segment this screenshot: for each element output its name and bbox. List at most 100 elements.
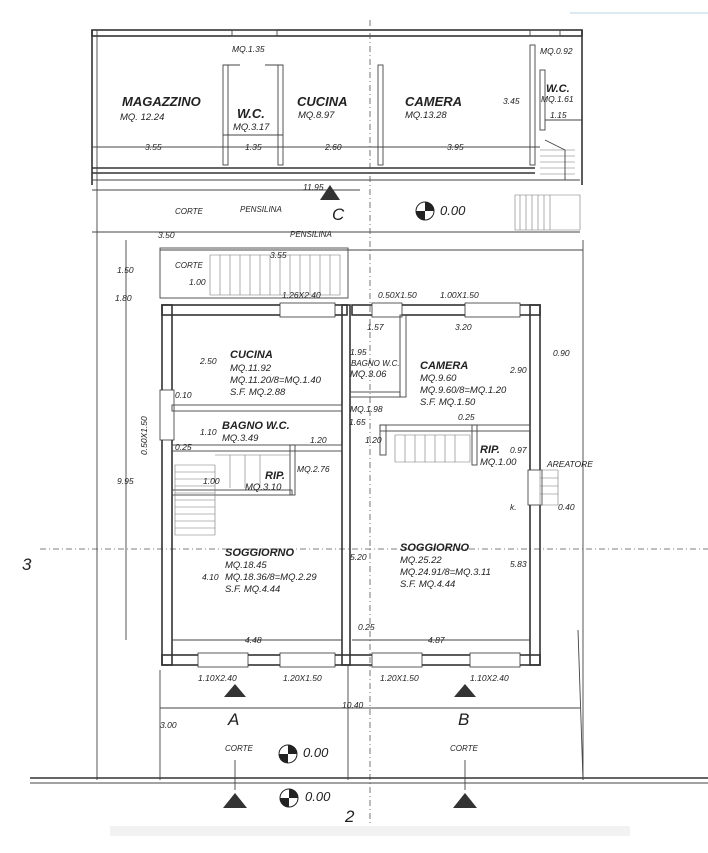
room-rip-left-name: RIP. [265,470,285,482]
marker-c: C [332,205,345,224]
dim-180: 1.80 [115,293,132,303]
dim-135: 1.35 [245,142,262,152]
dim-250: 2.50 [199,356,217,366]
dim-320: 3.20 [455,322,472,332]
level-marker-top [415,201,435,221]
room-rip-right-area: MQ.1.00 [480,457,517,468]
dim-mq198: MQ.1.98 [350,404,383,414]
dim-mq276: MQ.2.76 [297,464,330,474]
window-110b: 1.10X2.40 [470,673,509,683]
section-b-arrow [453,793,477,808]
dim-520: 5.20 [350,552,367,562]
dim-1040: 10.40 [342,700,364,710]
room-cucina-top-area: MQ.8.97 [298,110,335,121]
section-a-arrow [223,793,247,808]
room-soggiorno-right-area2: MQ.24.91/8=MQ.3.11 [400,567,491,578]
room-camera-area1: MQ.9.60 [420,373,457,384]
room-cucina-area2: MQ.11.20/8=MQ.1.40 [230,375,322,386]
room-wc-right-area: MQ.1.61 [541,94,574,104]
dim-1195: 11.95 [303,182,324,192]
marker-a-arrow [224,684,246,697]
label-corte-b: CORTE [450,744,479,753]
dim-110: 1.10 [200,427,217,437]
room-rip-left-area: MQ.3.10 [245,482,282,493]
window-050a: 0.50X1.50 [378,290,417,300]
dim-165: 1.65 [349,417,366,427]
label-pensilina-mid: PENSILINA [290,230,332,239]
dim-100b: 1.00 [203,476,220,486]
room-wc-right-name: W.C. [546,83,570,95]
dim-mq135: MQ.1.35 [232,44,265,54]
room-camera-top-area: MQ.13.28 [405,110,447,121]
room-camera-top-name: CAMERA [405,94,462,109]
dim-355a: 3.55 [145,142,162,152]
main-house [159,247,559,668]
room-magazzino-name: MAGAZZINO [122,94,201,109]
room-camera-name: CAMERA [420,360,468,372]
room-cucina-top-name: CUCINA [297,94,348,109]
label-areatore: AREATORE [546,459,593,469]
dim-150: 1.50 [117,265,134,275]
dim-290: 2.90 [509,365,527,375]
room-rip-right-name: RIP. [480,444,500,456]
dim-583: 5.83 [510,559,527,569]
room-soggiorno-left-area2: MQ.18.36/8=MQ.2.29 [225,572,317,583]
label-pensilina-top: PENSILINA [240,205,282,214]
room-bagno-left-area: MQ.3.49 [222,433,259,444]
dim-395: 3.95 [447,142,464,152]
upper-block [91,29,583,231]
dim-487: 4.87 [428,635,445,645]
room-soggiorno-left-sf: S.F. MQ.4.44 [225,584,280,595]
dim-025c: 0.25 [358,622,375,632]
dim-195: 1.95 [350,347,367,357]
room-cucina-area1: MQ.11.92 [230,363,272,374]
marker-b: B [458,710,469,729]
dim-345: 3.45 [503,96,520,106]
dim-300: 3.00 [160,720,177,730]
bottom-band [110,826,630,836]
room-bagno-left-name: BAGNO W.C. [222,420,290,432]
level-bottom: 0.00 [305,789,331,804]
level-marker-bottom [279,788,299,808]
window-110a: 1.10X2.40 [198,673,237,683]
window-120a: 1.20X1.50 [283,673,322,683]
dim-355b: 3.55 [270,250,287,260]
level-top: 0.00 [440,203,466,218]
marker-a: A [227,710,239,729]
dim-995: 9.95 [117,476,134,486]
marker-3: 3 [22,555,32,574]
room-wc-top-name: W.C. [237,106,265,121]
room-soggiorno-right-name: SOGGIORNO [400,542,470,554]
marker-2: 2 [344,807,355,826]
room-cucina-sf: S.F. MQ.2.88 [230,387,286,398]
level-mid: 0.00 [303,745,329,760]
dim-448: 4.48 [245,635,262,645]
room-soggiorno-left-area1: MQ.18.45 [225,560,267,571]
dim-120b: 1.20 [365,435,382,445]
room-bagno-mid-name: BAGNO W.C. [351,359,400,368]
dim-410: 4.10 [202,572,219,582]
room-wc-top-area: MQ.3.17 [233,122,270,133]
window-100: 1.00X1.50 [440,290,479,300]
room-soggiorno-right-sf: S.F. MQ.4.44 [400,579,455,590]
room-soggiorno-left-name: SOGGIORNO [225,547,295,559]
window-126: 1.26X2.40 [282,290,321,300]
room-camera-area2: MQ.9.60/8=MQ.1.20 [420,385,507,396]
label-corte-a: CORTE [225,744,254,753]
label-corte-top: CORTE [175,207,204,216]
stair-upper-right [514,139,581,231]
dim-090: 0.90 [553,348,570,358]
window-050b: 0.50X1.50 [139,416,149,455]
window-120b: 1.20X1.50 [380,673,419,683]
dim-115: 1.15 [550,110,567,120]
room-magazzino-area: MQ. 12.24 [120,112,164,123]
dim-350: 3.50 [158,230,175,240]
dim-025b: 0.25 [458,412,475,422]
dim-097: 0.97 [510,445,527,455]
room-bagno-mid-area: MQ.3.06 [350,369,387,380]
marker-b-arrow [454,684,476,697]
dim-100a: 1.00 [189,277,206,287]
marker-c-arrow [320,185,340,200]
dim-040: 0.40 [558,502,575,512]
